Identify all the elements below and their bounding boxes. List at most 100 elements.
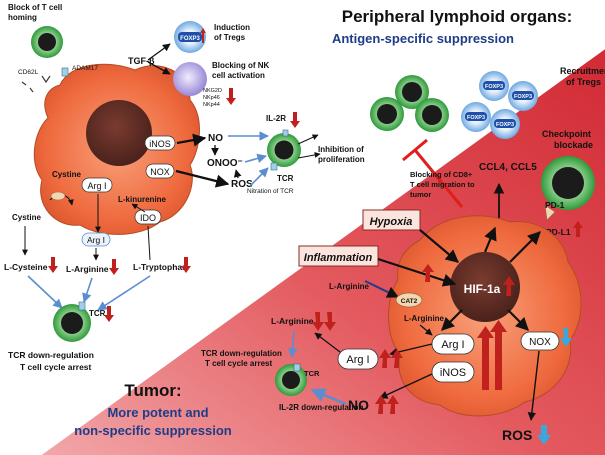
down-arrow-icon-larg-1	[312, 312, 324, 331]
down-arrow-icon-cysteine	[48, 257, 58, 273]
hif-to-ccl-arrow	[483, 226, 497, 253]
nox-to-ros-right-arrow	[527, 350, 540, 421]
mdsc-nucleus-left	[86, 100, 152, 166]
arg1-label-left: Arg I	[87, 181, 106, 191]
hypoxia-label: Hypoxia	[370, 216, 413, 228]
ido-to-kinurenine-arrow	[131, 203, 146, 213]
inos-box-left	[144, 135, 176, 151]
cd8-block-label-3: tumor	[410, 190, 431, 199]
bottom-region-title: Tumor:	[124, 381, 181, 400]
up-arrow-icon-cat2	[422, 264, 434, 282]
inhibition-label-1: Inhibition of	[318, 145, 364, 154]
t-cell-right-nucleus	[282, 371, 300, 389]
up-arrow-icon-no-1	[375, 395, 387, 414]
mdsc-nucleus-right	[450, 252, 520, 322]
up-arrow-icon-big-1	[477, 326, 494, 390]
inos-to-no-arrow	[176, 133, 207, 147]
cd8-block-inhibitor-bar	[402, 138, 428, 162]
foxp3-label-r1: FOXP3	[485, 84, 503, 90]
ccl-label: CCL4, CCL5	[479, 162, 537, 173]
down-arrow-icon-tryptophan	[181, 257, 191, 273]
ros-to-tcr-arrow	[249, 167, 269, 187]
cd8-block-inhibitor	[413, 149, 464, 208]
ros-to-onoo-arrow	[233, 169, 242, 179]
tcr-down-label-left-2: T cell cycle arrest	[20, 362, 92, 372]
pd1-label: PD-1	[545, 200, 565, 210]
block-homing-label-1: Block of T cell	[8, 3, 62, 12]
cat2-transporter-icon	[395, 292, 423, 308]
arginine-entry-arrow	[364, 280, 400, 298]
tcr-receptor-icon	[270, 162, 278, 171]
tcr-receptor-icon-right	[293, 363, 301, 372]
cystine-transporter-icon	[50, 191, 66, 201]
foxp3-label-r3: FOXP3	[467, 115, 485, 121]
ido-label-left: IDO	[140, 213, 156, 223]
l-arginine-left-label: L-Arginine	[271, 316, 314, 326]
foxp3-badge-left	[178, 32, 202, 42]
t-cell-proliferation-nucleus	[274, 140, 294, 160]
inflammation-label: Inflammation	[304, 252, 373, 264]
nk-cell	[173, 62, 207, 96]
ido-box-left	[134, 209, 162, 225]
inflammation-to-hif-arrow	[377, 257, 457, 287]
proliferation-arrow-1	[297, 134, 319, 145]
inflammation-box	[298, 245, 379, 267]
larginine-to-tcell-arrow	[287, 330, 298, 358]
hypoxia-to-hif-arrow	[419, 229, 460, 263]
t-cell-homing-nucleus	[38, 33, 56, 51]
up-arrow-icon-pdl1	[573, 221, 583, 237]
hypoxia-box	[362, 209, 421, 231]
nitration-label: Nitration of TCR	[247, 188, 294, 195]
block-homing-label-2: homing	[8, 13, 37, 22]
treg-cluster	[461, 71, 538, 139]
cysteine-to-tcell-arrow	[27, 275, 63, 309]
cat2-label: CAT2	[401, 298, 418, 305]
ros-right-label: ROS	[502, 427, 532, 443]
il2r-down-label: IL-2R down-regulation	[279, 403, 364, 412]
up-arrow-icon-arg-ext-1	[379, 349, 391, 368]
top-region-title: Peripheral lymphoid organs:	[342, 7, 573, 26]
ido-to-tryptophan-line	[147, 225, 151, 261]
tcr-receptor-icon-lower	[78, 301, 86, 311]
nox-box-right	[520, 331, 560, 351]
cd8-block-label-2: T cell migration to	[410, 180, 475, 189]
tcr-down-label-right-1: TCR down-regulation	[201, 349, 282, 358]
down-arrow-icon-larg-2	[324, 312, 336, 331]
nox-label-right: NOX	[529, 337, 551, 348]
nk-block-label-1: Blocking of NK	[212, 61, 270, 70]
checkpoint-label-1: Checkpoint	[542, 129, 591, 139]
l-arginine-label-left: L-Arginine	[66, 264, 109, 274]
onoo-to-tcr-arrow	[244, 153, 267, 163]
down-arrow-icon-il2r	[290, 112, 300, 128]
pd1-receptor-icon	[544, 204, 556, 221]
onoo-label: ONOO⁻	[207, 158, 243, 169]
nox-to-ros-arrow	[175, 169, 230, 188]
checkpoint-label-2: blockade	[554, 140, 593, 150]
nox-label-left: NOX	[150, 167, 170, 177]
cd8-block-label-1: Blocking of CD8+	[410, 170, 473, 179]
tgf-arrow-nk	[147, 61, 171, 75]
arginine-to-tcell-arrow	[82, 277, 93, 303]
down-arrow-icon-tcr	[104, 306, 114, 322]
no-right-label: NO	[348, 397, 369, 413]
down-arrow-icon-ros	[537, 425, 551, 445]
nk-block-label-2: cell activation	[212, 71, 265, 80]
hif-to-arg-arrow	[441, 309, 463, 331]
tgf-beta-label: TGF-β	[128, 56, 155, 66]
tcr-down-label-left-1: TCR down-regulation	[8, 350, 94, 360]
t-cell-cluster	[370, 75, 449, 132]
induction-label-2: of Tregs	[214, 33, 246, 42]
t-cell-arrest-nucleus	[61, 312, 83, 334]
bottom-region-subtitle-2: non-specific suppression	[74, 423, 232, 438]
up-arrow-icon-arg-ext-2	[391, 349, 403, 368]
l-tryptophan-label: L-Tryptophan	[133, 262, 187, 272]
down-arrow-icon-nk	[226, 88, 236, 105]
l-arginine-cell-label: L-Arginine	[404, 314, 445, 323]
l-cysteine-label: L-Cysteine	[4, 262, 48, 272]
bottom-region-subtitle-1: More potent and	[107, 405, 208, 420]
top-region-subtitle: Antigen-specific suppression	[332, 31, 514, 46]
nkg2d-label: NKG2D	[203, 88, 222, 94]
tcr-down-label-right-2: T cell cycle arrest	[205, 359, 272, 368]
recruitment-label-2: of Tregs	[566, 77, 601, 87]
